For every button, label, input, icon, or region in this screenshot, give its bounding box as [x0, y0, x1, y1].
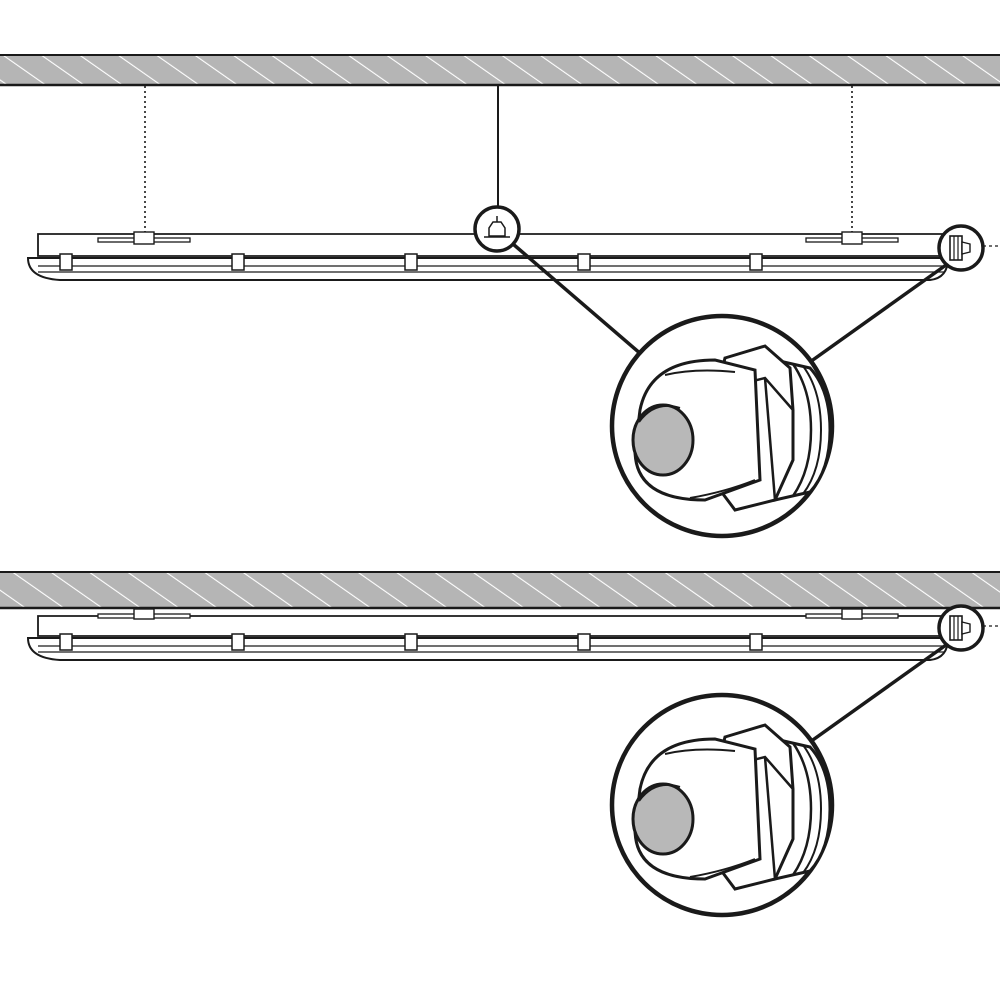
leader-line-center — [511, 242, 644, 357]
luminaire-clips-top — [59, 253, 763, 271]
mounting-bracket-left-bottom — [97, 608, 191, 620]
luminaire-clips-bottom — [59, 633, 763, 651]
callout-end-gland-bottom — [937, 604, 1000, 652]
magnified-cable-gland-top — [609, 313, 835, 539]
leader-line-right — [808, 263, 948, 364]
magnified-cable-gland-bottom — [609, 692, 835, 918]
panel-suspended — [0, 54, 1000, 539]
leader-line-bottom — [808, 643, 948, 744]
mounting-bracket-left-top — [97, 231, 191, 245]
callout-end-gland-top — [937, 224, 1000, 272]
ceiling-bottom — [0, 571, 1000, 610]
panel-surface — [0, 571, 1000, 918]
mounting-bracket-right-top — [805, 231, 899, 245]
luminaire-bottom — [26, 608, 950, 661]
callout-top-gland — [473, 205, 521, 253]
mounting-bracket-right-bottom — [805, 608, 899, 620]
ceiling-top — [0, 54, 1000, 87]
